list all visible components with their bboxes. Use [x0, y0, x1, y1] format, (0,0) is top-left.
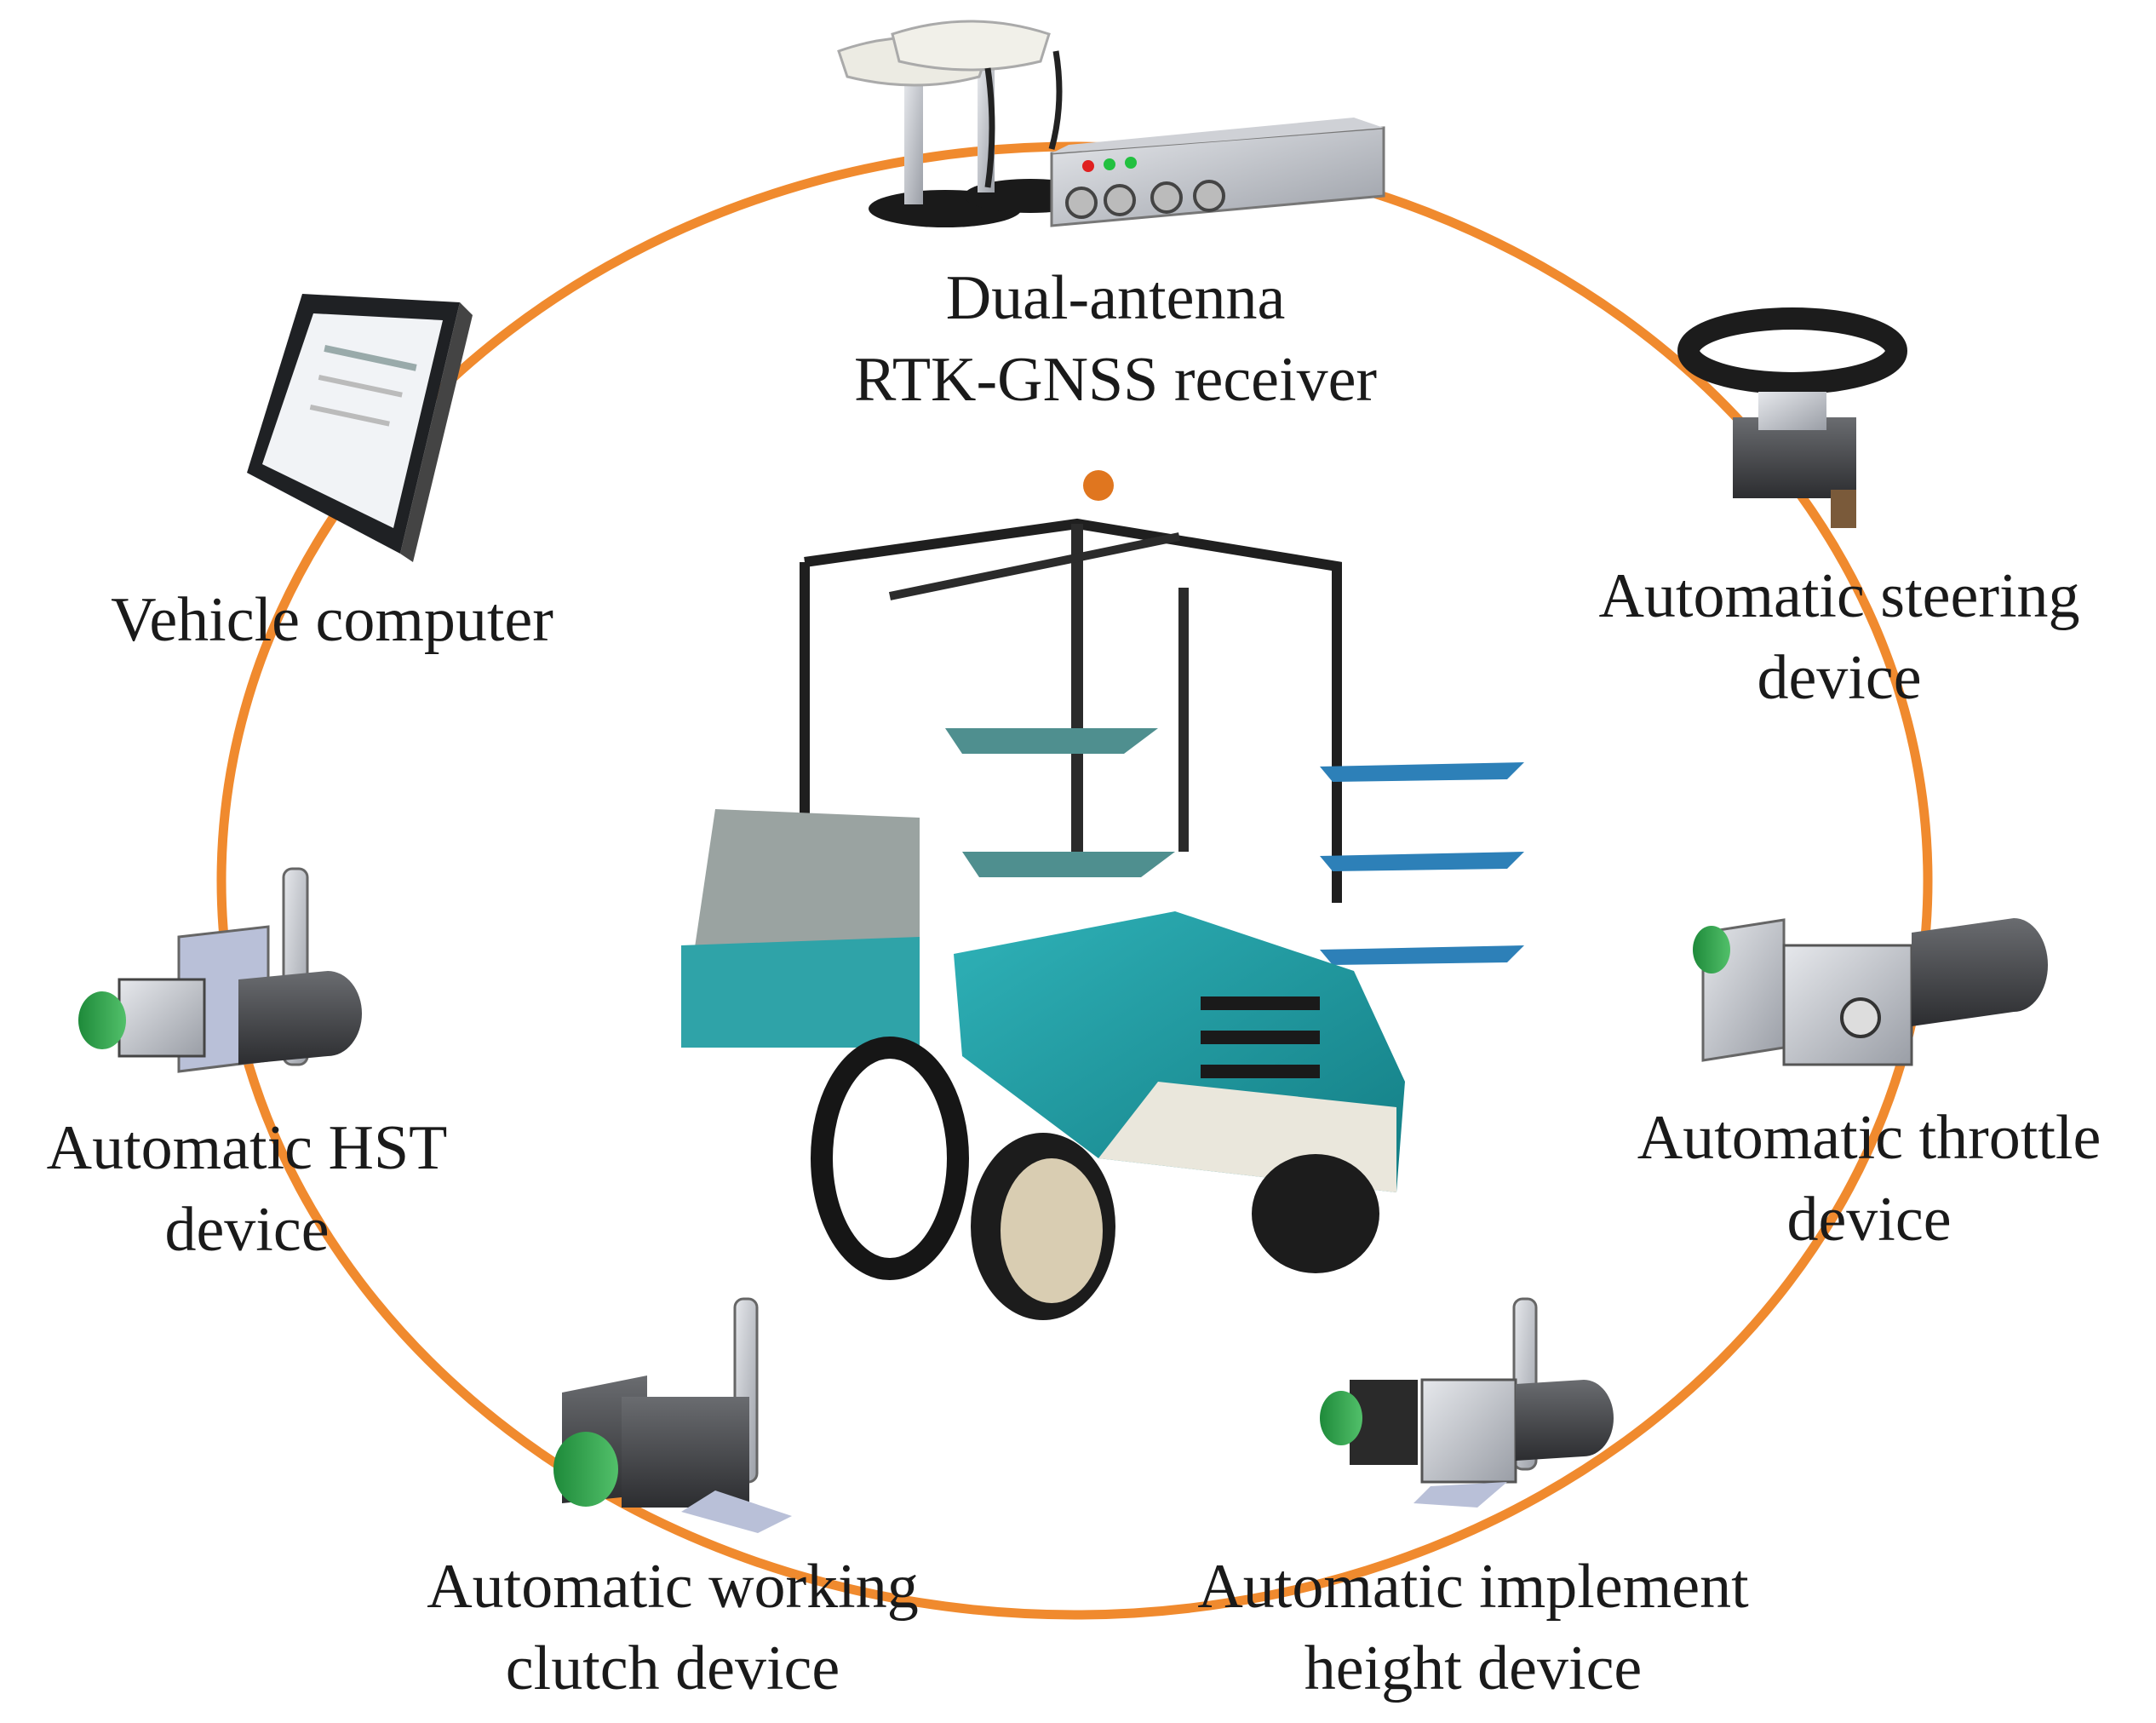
label-line: Automatic steering	[1598, 561, 2080, 631]
rice-transplanter-icon	[681, 470, 1524, 1320]
hst-actuator-icon	[78, 867, 362, 1073]
clutch-actuator-icon	[553, 1297, 792, 1533]
label-line: Automatic working	[427, 1552, 919, 1622]
label-line: Automatic throttle	[1637, 1103, 2102, 1173]
label-line: device	[164, 1195, 330, 1265]
label-line: device	[1786, 1185, 1952, 1255]
label-implement-height-device: Automatic implement height device	[1132, 1546, 1814, 1709]
implement-actuator-icon	[1320, 1297, 1614, 1508]
label-throttle-device: Automatic throttle device	[1582, 1097, 2156, 1261]
label-line: Dual-antenna	[945, 263, 1286, 333]
gnss-receiver-icon	[837, 20, 1385, 227]
label-clutch-device: Automatic working clutch device	[366, 1546, 979, 1709]
label-steering-device: Automatic steering device	[1541, 555, 2137, 719]
label-vehicle-computer: Vehicle computer	[51, 579, 613, 661]
label-line: device	[1757, 643, 1922, 713]
label-line: Vehicle computer	[111, 585, 553, 655]
label-hst-device: Automatic HST device	[0, 1107, 494, 1271]
label-line: RTK-GNSS receiver	[853, 345, 1378, 415]
label-gnss-receiver: Dual-antenna RTK-GNSS receiver	[817, 257, 1413, 421]
label-line: Automatic implement	[1197, 1552, 1749, 1622]
steering-wheel-icon	[1677, 307, 1907, 528]
label-line: clutch device	[505, 1634, 840, 1703]
label-line: height device	[1304, 1634, 1643, 1703]
throttle-actuator-icon	[1693, 918, 2048, 1066]
vehicle-computer-icon	[247, 294, 473, 562]
label-line: Automatic HST	[46, 1113, 448, 1183]
